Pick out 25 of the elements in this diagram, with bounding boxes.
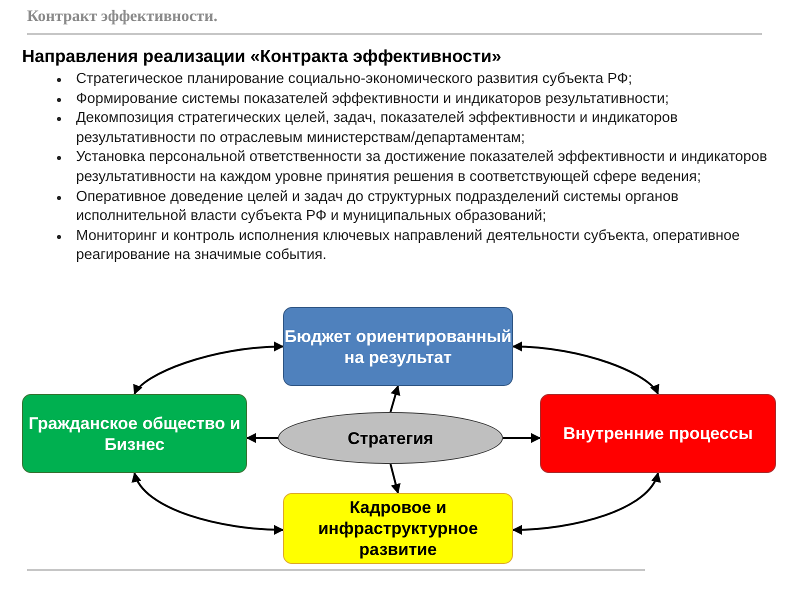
- process-box: [283, 493, 513, 564]
- section-heading: Направления реализации «Контракта эффективности»: [22, 46, 502, 67]
- bullet-text: Декомпозиция стратегических целей, задач, показателей эффективности и индикаторов результативности по отраслевым министерствам/департаментам;: [76, 110, 678, 146]
- process-box: [283, 307, 513, 386]
- arrow: [246, 433, 278, 443]
- arrow: [390, 385, 400, 412]
- bullet-text: Формирование системы показателей эффективности и индикаторов результативности;: [76, 90, 669, 107]
- bullet-text: Оперативное доведение целей и задач до структурных подразделений системы органов исполнительной власти субъекта РФ и муниципальных образований;: [76, 188, 678, 224]
- arrow: [134, 342, 284, 395]
- process-box: [540, 394, 776, 473]
- arrow: [512, 472, 660, 535]
- slide-title: Контракт эффективности.: [27, 8, 218, 26]
- bullet-text: Мониторинг и контроль исполнения ключевых направлений деятельности субъекта, оперативное реагирование на значимые события.: [76, 228, 740, 264]
- node-label: Бюджет ориентированный на результат: [284, 326, 512, 368]
- process-box: [22, 394, 247, 473]
- arrow: [512, 342, 659, 395]
- node-label: Гражданское общество и Бизнес: [28, 412, 242, 454]
- arrow: [133, 472, 284, 535]
- node-label: Стратегия: [348, 428, 434, 448]
- bullet-text: Установка персональной ответственности за достижение показателей эффективности и индикаторов результативности на каждом уровне принятия решения в соответствующей сфере ведения;: [76, 149, 768, 185]
- node-label: Внутренние процессы: [563, 423, 753, 444]
- arrow: [390, 464, 401, 494]
- arrow: [503, 433, 541, 443]
- node-label: Кадровое и инфраструктурное развитие: [317, 497, 479, 560]
- bullet-text: Стратегическое планирование социально-экономического развития субъекта РФ;: [76, 71, 632, 87]
